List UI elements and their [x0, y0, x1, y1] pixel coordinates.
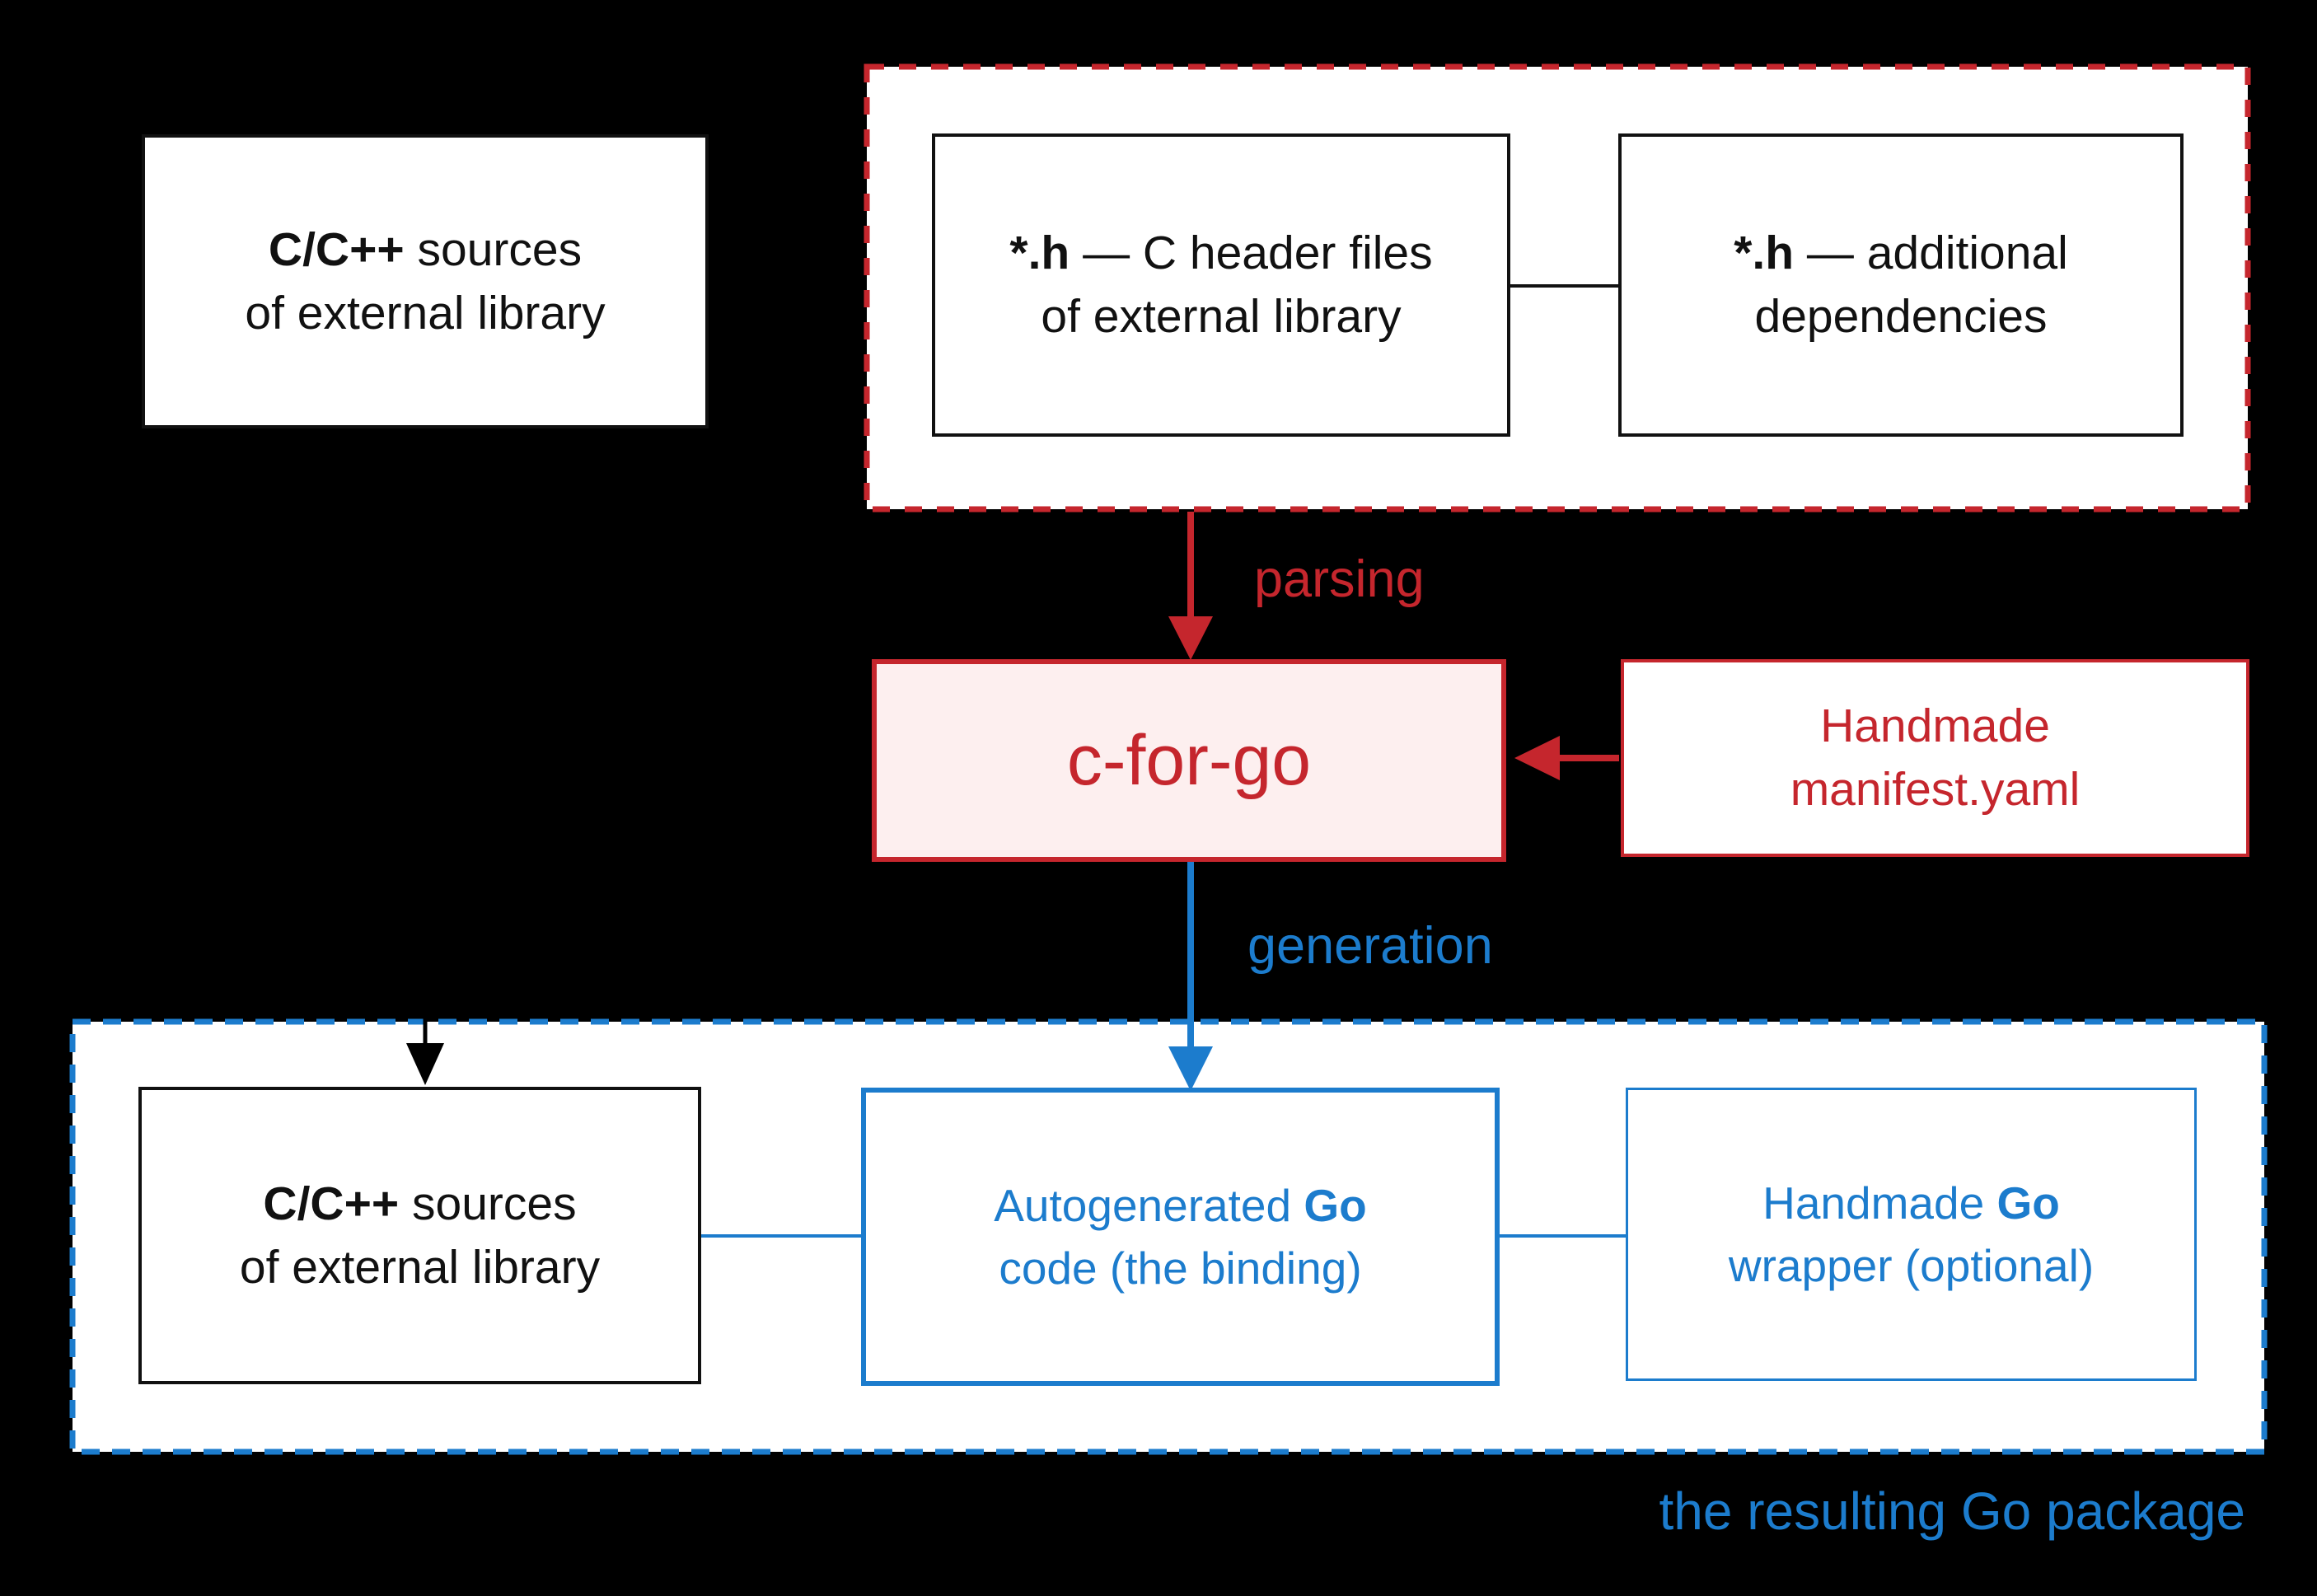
node-c-for-go-label: c-for-go [1066, 721, 1312, 800]
arrow-parsing-head [1168, 616, 1213, 660]
node-additional-dependencies-line2: dependencies [1754, 290, 2048, 343]
label-parsing: parsing [1254, 550, 1425, 608]
node-handmade-go-wrapper-line1: Handmade Go [1762, 1177, 2060, 1229]
label-resulting-go-package: the resulting Go package [1659, 1481, 2245, 1541]
node-cc-sources-top-line2: of external library [245, 286, 606, 339]
node-autogenerated-go-code-line2: code (the binding) [999, 1243, 1362, 1294]
node-handmade-manifest-line1: Handmade [1820, 700, 2050, 752]
label-generation: generation [1247, 917, 1493, 975]
node-cc-sources-top-line1: C/C++ sources [268, 222, 583, 276]
node-autogenerated-go-code-line1: Autogenerated Go [994, 1180, 1367, 1231]
arrow-generation-head [1168, 1046, 1213, 1091]
node-handmade-go-wrapper: Handmade Go wrapper (optional) [1626, 1088, 2197, 1381]
node-additional-dependencies-line1: *.h — additional [1734, 227, 2068, 279]
node-c-for-go: c-for-go [872, 659, 1506, 862]
node-handmade-manifest: Handmade manifest.yaml [1621, 659, 2249, 857]
node-additional-dependencies: *.h — additional dependencies [1618, 133, 2184, 437]
node-c-header-files-line1: *.h — C header files [1009, 227, 1433, 279]
node-cc-sources-bottom-line2: of external library [239, 1240, 601, 1294]
node-cc-sources-top: C/C++ sources of external library [142, 134, 709, 428]
node-c-header-files-line2: of external library [1041, 290, 1402, 343]
node-cc-sources-bottom-line1: C/C++ sources [263, 1177, 577, 1230]
node-handmade-go-wrapper-line2: wrapper (optional) [1728, 1240, 2095, 1291]
node-c-header-files: *.h — C header files of external library [932, 133, 1510, 437]
arrow-sources-copy-head [406, 1043, 444, 1085]
arrow-manifest-to-cforgo-head [1514, 736, 1560, 780]
node-handmade-manifest-line2: manifest.yaml [1790, 763, 2081, 816]
node-autogenerated-go-code: Autogenerated Go code (the binding) [861, 1088, 1500, 1386]
node-cc-sources-bottom: C/C++ sources of external library [138, 1087, 701, 1384]
